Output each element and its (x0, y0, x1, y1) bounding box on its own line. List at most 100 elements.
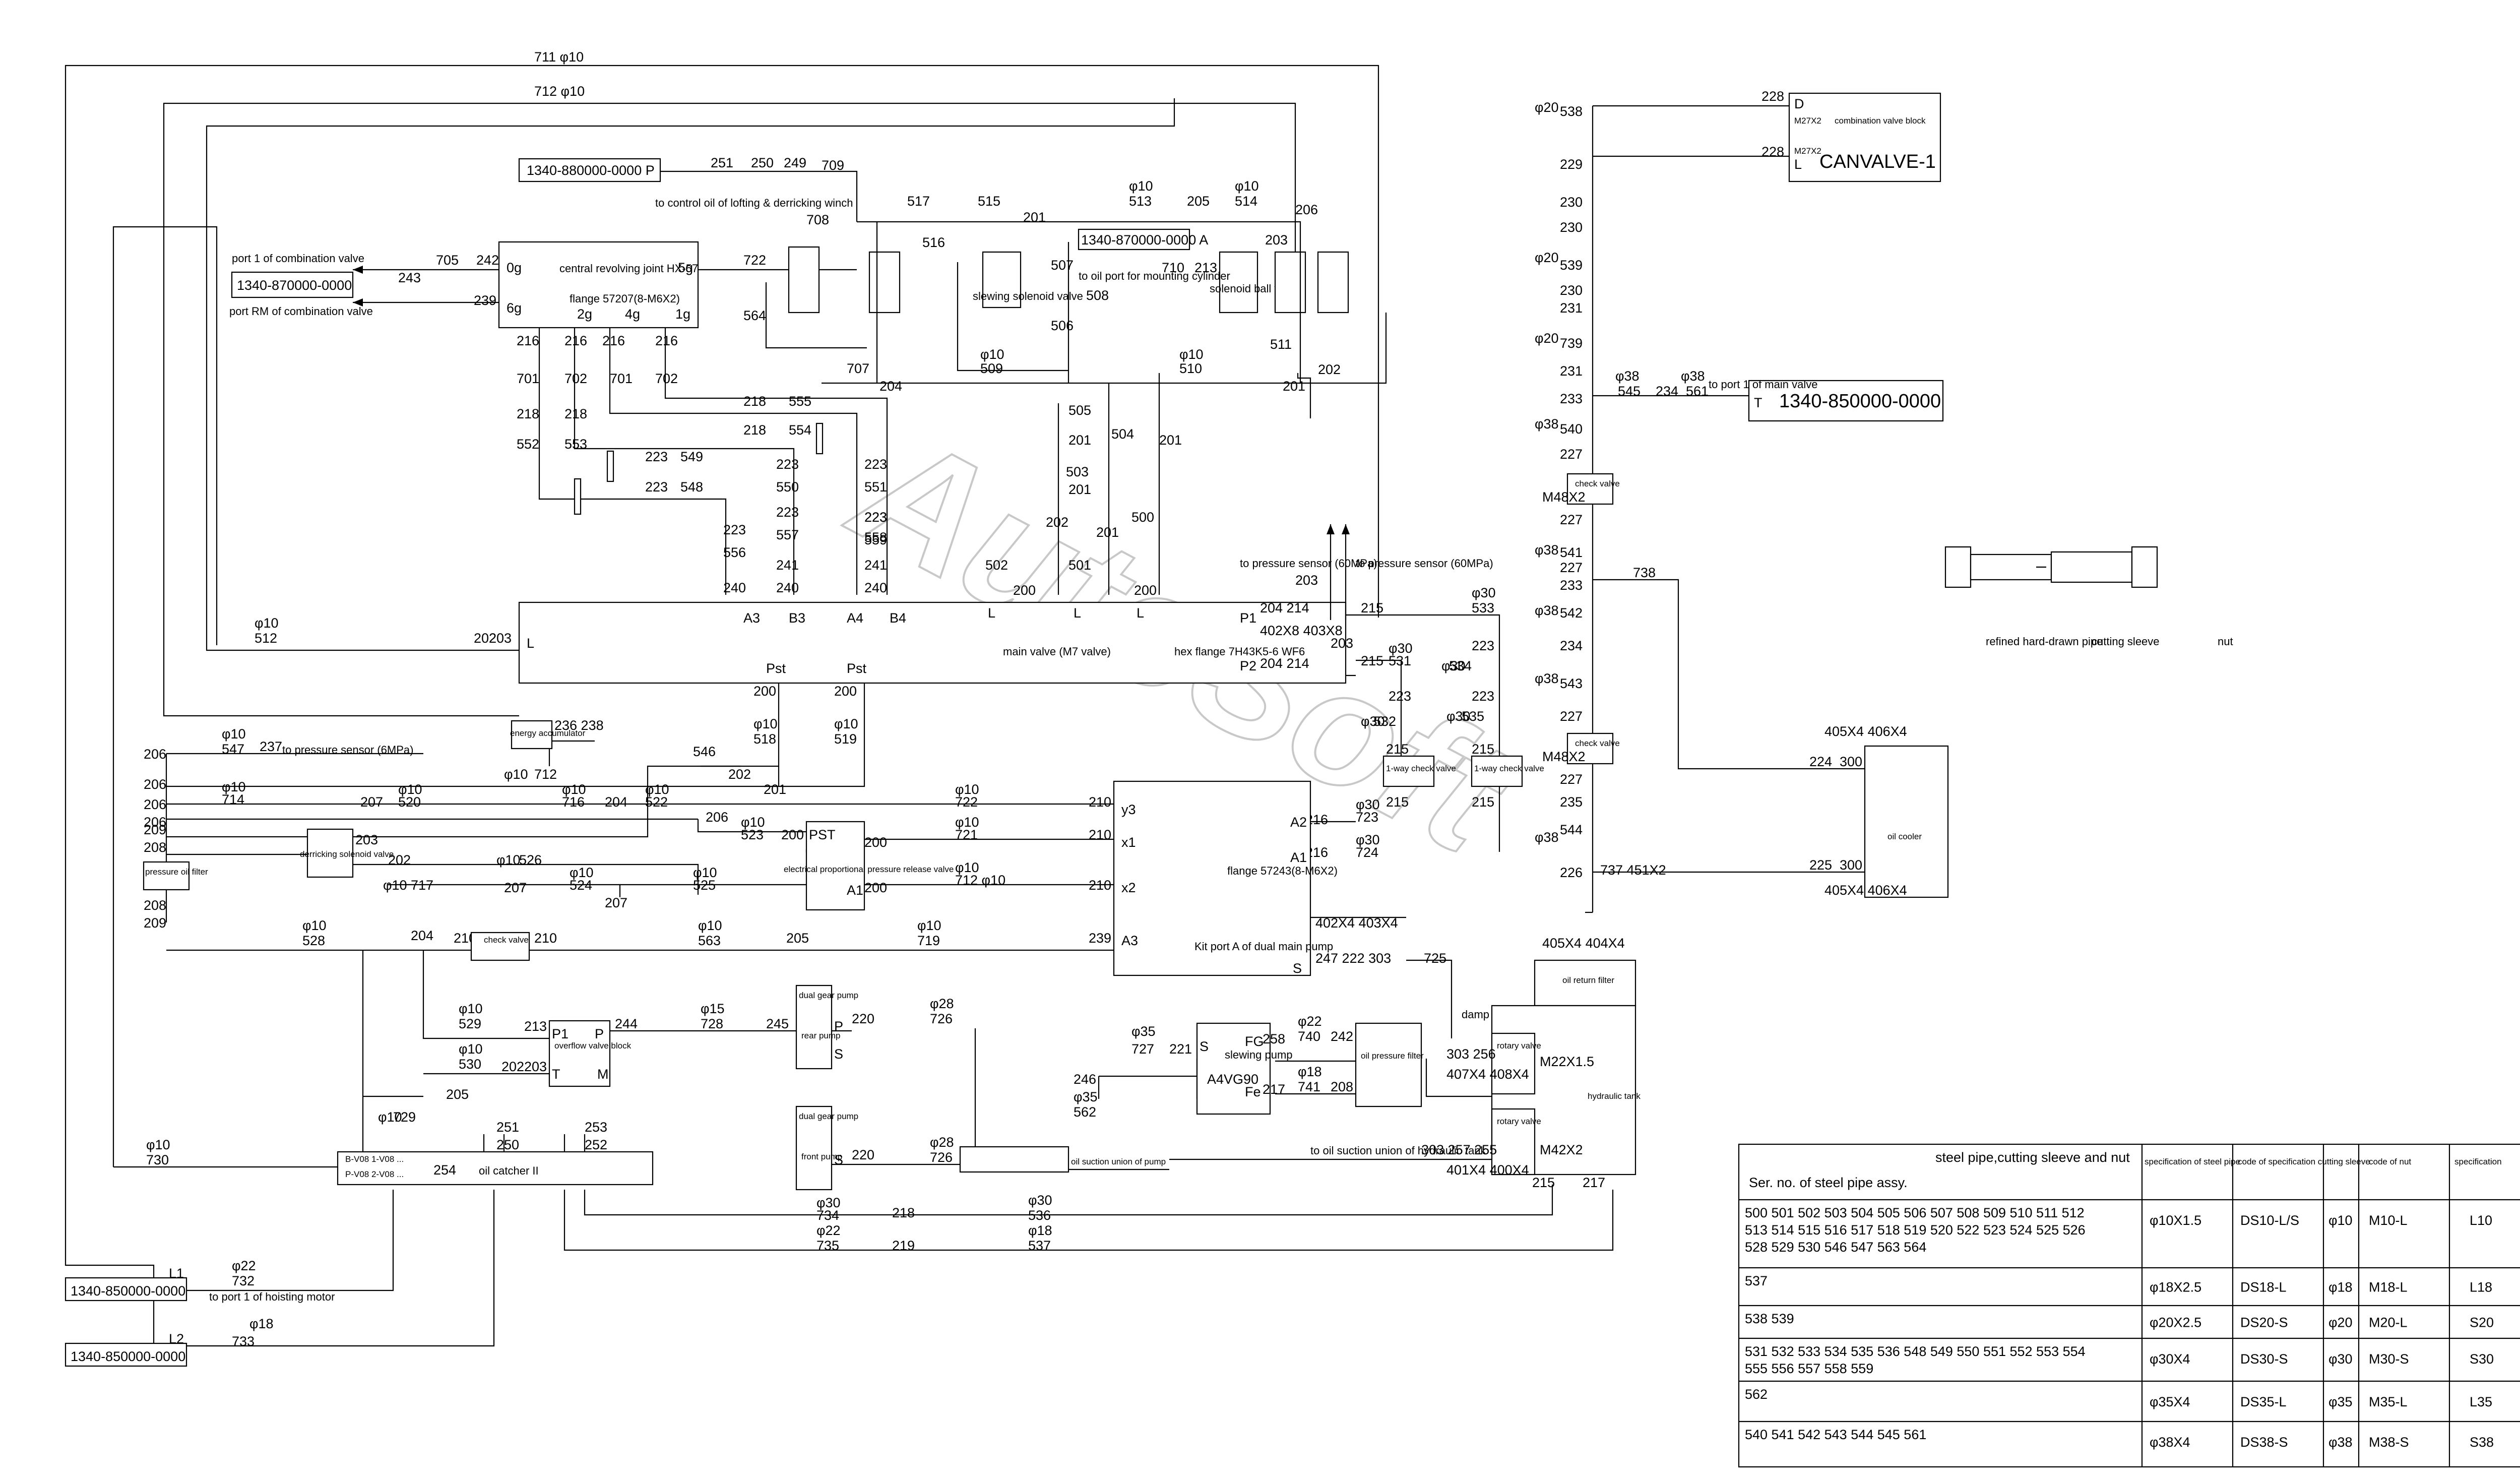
label-phi18-537: φ18 (1028, 1223, 1052, 1238)
label-phi30-534: φ30 (1441, 658, 1466, 673)
one-way-1-label: 1-way check valve (1386, 764, 1456, 773)
col-551: 551 (864, 479, 887, 495)
label-phi10-722: φ10 (955, 782, 979, 797)
label-554: 554 (789, 422, 811, 438)
table-cell-dia: φ18 (2328, 1280, 2353, 1295)
label-209-l2: 209 (144, 915, 166, 931)
port-d: D (1794, 96, 1804, 111)
col-223-5: 223 (864, 510, 887, 525)
label-217-sp: 217 (1263, 1082, 1285, 1097)
label-227c: 227 (1560, 560, 1583, 575)
label-218a: 218 (743, 394, 766, 409)
table-cell-dia: φ38 (2328, 1435, 2353, 1450)
label-208-sp: 208 (1331, 1079, 1353, 1094)
table-row-ser: 537 (1745, 1273, 1768, 1288)
table-cell-spec: L35 (2470, 1394, 2492, 1409)
port-y3: y3 (1121, 802, 1136, 817)
label-705: 705 (436, 253, 459, 268)
label-phi38-561: φ38 (1681, 368, 1705, 384)
label-235: 235 (1560, 794, 1583, 810)
overflow-label: overflow valve block (554, 1041, 632, 1051)
label-547: 547 (222, 742, 244, 757)
label-215d: 215 (1472, 742, 1494, 757)
arrow (1342, 524, 1350, 534)
label-m48-2: M48X2 (1542, 749, 1586, 764)
combination-block-label: combination valve block (1835, 116, 1926, 126)
label-524: 524 (570, 878, 592, 893)
arrow (353, 298, 363, 306)
central-joint-drops (538, 269, 888, 595)
label-phi22-740: φ22 (1298, 1014, 1322, 1029)
tank-port-m42: M42X2 (1540, 1142, 1583, 1157)
label-203-left: 203 (489, 631, 512, 646)
oil-return-filter (1534, 959, 1636, 1007)
table-row-ser: 562 (1745, 1387, 1768, 1402)
table-cell-spec: S38 (2470, 1435, 2494, 1450)
port-a2: A2 (1290, 815, 1307, 830)
oil-suction-union (959, 1146, 1069, 1173)
check-valve-left (470, 932, 530, 961)
table-row-ser: 528 529 530 546 547 563 564 (1745, 1240, 1926, 1255)
damp-label: damp (1462, 1008, 1489, 1021)
check-valve-r1-label: check valve (1575, 479, 1620, 488)
label-549: 549 (680, 449, 703, 464)
label-216a: 216 (517, 333, 539, 348)
label-206-l4: 206 (144, 815, 166, 830)
to-press-left: to pressure sensor (6MPa) (282, 744, 413, 756)
label-215-tank: 215 (1532, 1175, 1555, 1190)
check-valve-r2-label: check valve (1575, 738, 1620, 748)
label-phi38-542: φ38 (1535, 603, 1559, 618)
label-m48-1: M48X2 (1542, 489, 1586, 505)
label-phi38-540: φ38 (1535, 416, 1559, 431)
elec-valve-label: electrical proportional pressure release… (784, 865, 954, 874)
label-207a: 207 (360, 794, 383, 810)
label-300b: 300 (1840, 857, 1862, 873)
label-246: 246 (1074, 1072, 1096, 1087)
label-501: 501 (1068, 558, 1091, 573)
derricking-solenoid-l (306, 828, 354, 878)
pipe-legend-1: refined hard-drawn pipe (1986, 635, 2103, 648)
port-p1-o: P1 (552, 1026, 569, 1041)
label-204-l: 204 (605, 794, 627, 810)
part-box-880 (518, 158, 661, 182)
col-223-6: 223 (864, 510, 887, 525)
label-242-sp: 242 (1331, 1029, 1353, 1044)
dual-gear-pump-2 (795, 1105, 833, 1191)
port-pst1: Pst (766, 661, 786, 676)
label-216c: 216 (602, 333, 625, 348)
label-739: 739 (1560, 336, 1583, 351)
pressure-filter-label: pressure oil filter (145, 867, 208, 877)
part-870: 1340-870000-0000 (237, 278, 352, 293)
label-539: 539 (1560, 258, 1583, 273)
main-valve-block (518, 601, 1347, 684)
label-219-b: 219 (892, 1238, 915, 1253)
port-s-g1: S (834, 1046, 843, 1062)
label-538: 538 (1560, 104, 1583, 119)
table-cell-sleeve: DS18-L (2240, 1280, 2287, 1295)
table-row-ser: 540 541 542 543 544 545 561 (1745, 1427, 1926, 1442)
label-phi30-535: φ30 (1446, 709, 1471, 724)
table-cell-nut: M35-L (2369, 1394, 2408, 1409)
label-253: 253 (585, 1120, 607, 1135)
label-546: 546 (693, 744, 716, 759)
table-header-3: code of specification cutting sleeve (2238, 1157, 2370, 1166)
label-215f: 215 (1472, 794, 1494, 810)
col-559: 559 (864, 532, 887, 547)
table-row-ser: 538 539 (1745, 1311, 1794, 1326)
label-215e: 215 (1386, 794, 1409, 810)
label-200c: 200 (864, 880, 887, 895)
label-phi28-726b: φ28 (930, 1135, 954, 1150)
label-534: 534 (1449, 658, 1472, 673)
central-joint-label: central revolving joint HX-57 (559, 262, 698, 275)
label-phi10-526: φ10 (496, 852, 521, 868)
label-port-rm: port RM of combination valve (229, 305, 373, 318)
label-506: 506 (1051, 318, 1074, 333)
label-244: 244 (615, 1016, 638, 1031)
label-phi10-712b: φ10 (504, 767, 528, 782)
label-phi30-723: φ30 (1356, 797, 1380, 812)
label-phi10-714: φ10 (222, 779, 246, 794)
port-pst-e: PST (809, 827, 836, 842)
label-230b: 230 (1560, 220, 1583, 235)
label-port1-comb: port 1 of combination valve (232, 252, 364, 265)
canvalve-label: CANVALVE-1 (1819, 151, 1936, 172)
